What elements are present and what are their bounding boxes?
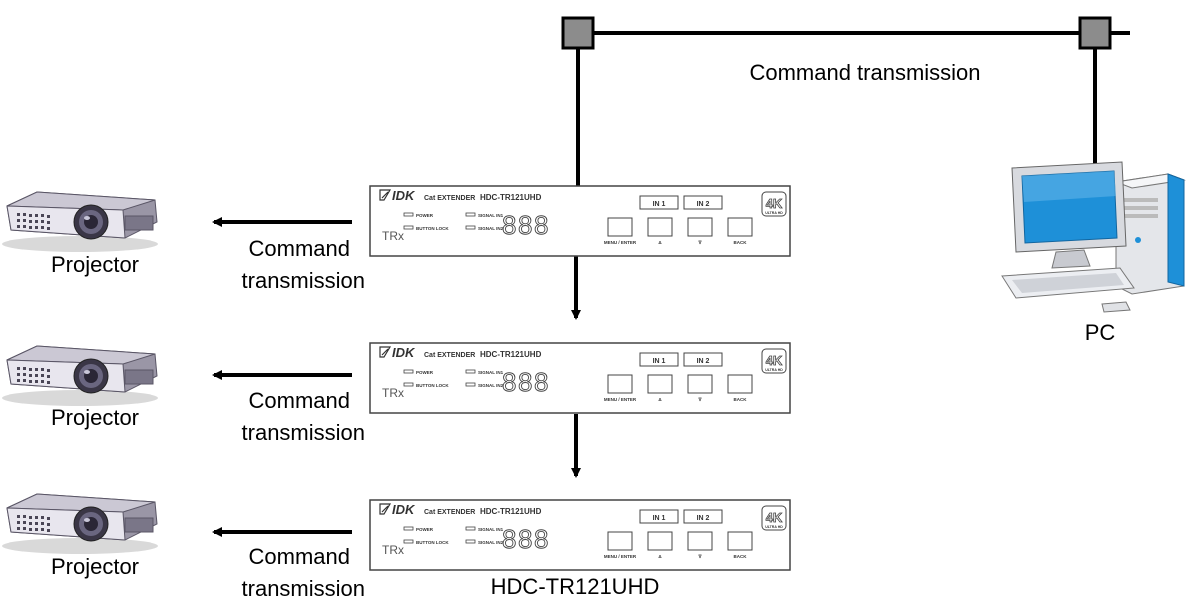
command-label: Command [170,388,350,414]
led-label: SIGNAL IN2 [478,540,504,545]
device-panel: IDK Cat EXTENDER HDC-TR121UHD TRx POWER BUTTO… [370,343,790,413]
led-indicator [404,527,413,530]
led-label: POWER [416,370,434,375]
segment-digit: 8 [534,367,548,397]
led-label: BUTTON LOCK [416,383,449,388]
model-text: HDC-TR121UHD [480,350,542,359]
projector-icon [2,346,158,406]
led-label: SIGNAL IN2 [478,383,504,388]
input-1-label: IN 1 [653,515,666,522]
led-indicator [466,540,475,543]
command-label: Command [170,544,350,570]
product-line-text: Cat EXTENDER [424,509,475,516]
up-button [648,375,672,393]
input-2-label: IN 2 [697,515,710,522]
brand-text: IDK [392,502,416,517]
command-label: transmission [170,420,365,446]
led-label: SIGNAL IN1 [478,370,504,375]
led-indicator [466,226,475,229]
segment-digit: 8 [502,367,516,397]
back-button [728,218,752,236]
segment-digit: 8 [518,524,532,554]
brand-text: IDK [392,345,416,360]
badge-ultra-hd-text: ULTRA HD [765,368,783,372]
down-button [688,218,712,236]
badge-ultra-hd-text: ULTRA HD [765,525,783,529]
menu-enter-button [608,532,632,550]
projector-icon [2,494,158,554]
menu-enter-button [608,218,632,236]
device-name-label: HDC-TR121UHD [440,574,710,600]
pc-icon [1002,162,1184,312]
bus-node-right [1080,18,1110,48]
up-button [648,218,672,236]
segment-digit: 8 [518,210,532,240]
trx-text: TRx [382,229,404,243]
button-label: MENU / ENTER [604,397,637,402]
menu-enter-button [608,375,632,393]
input-2-label: IN 2 [697,201,710,208]
led-indicator [404,540,413,543]
pc-label: PC [1060,320,1140,346]
button-label: BACK [734,397,748,402]
brand-text: IDK [392,188,416,203]
device-panel: IDK Cat EXTENDER HDC-TR121UHD TRx POWER BUTTO… [370,186,790,256]
input-1-label: IN 1 [653,358,666,365]
product-line-text: Cat EXTENDER [424,195,475,202]
led-label: SIGNAL IN1 [478,213,504,218]
badge-ultra-hd-text: ULTRA HD [765,211,783,215]
led-indicator [466,213,475,216]
back-button [728,532,752,550]
up-button [648,532,672,550]
led-indicator [466,383,475,386]
led-indicator [466,527,475,530]
led-indicator [404,213,413,216]
input-2-label: IN 2 [697,358,710,365]
trx-text: TRx [382,543,404,557]
back-button [728,375,752,393]
button-label: MENU / ENTER [604,240,637,245]
command-label: transmission [170,576,365,602]
led-label: SIGNAL IN1 [478,527,504,532]
badge-4k-text: 4K [766,196,783,211]
segment-digit: 8 [534,524,548,554]
projector-label: Projector [20,405,170,431]
led-indicator [466,370,475,373]
top-command-label: Command transmission [700,60,1030,86]
led-label: POWER [416,213,434,218]
button-label: BACK [734,240,748,245]
button-label: MENU / ENTER [604,554,637,559]
led-indicator [404,370,413,373]
led-label: POWER [416,527,434,532]
model-text: HDC-TR121UHD [480,193,542,202]
led-label: BUTTON LOCK [416,540,449,545]
segment-digit: 8 [502,524,516,554]
down-button [688,532,712,550]
led-label: SIGNAL IN2 [478,226,504,231]
device-panel: IDK Cat EXTENDER HDC-TR121UHD TRx POWER BUTTO… [370,500,790,570]
button-label: BACK [734,554,748,559]
projector-label: Projector [20,252,170,278]
product-line-text: Cat EXTENDER [424,352,475,359]
badge-4k-text: 4K [766,510,783,525]
command-label: Command [170,236,350,262]
down-button [688,375,712,393]
projector-label: Projector [20,554,170,580]
segment-digit: 8 [502,210,516,240]
command-label: transmission [170,268,365,294]
badge-4k-text: 4K [766,353,783,368]
led-label: BUTTON LOCK [416,226,449,231]
led-indicator [404,226,413,229]
model-text: HDC-TR121UHD [480,507,542,516]
top-bus [563,18,1130,186]
trx-text: TRx [382,386,404,400]
segment-digit: 8 [518,367,532,397]
projector-icon [2,192,158,252]
bus-node-left [563,18,593,48]
input-1-label: IN 1 [653,201,666,208]
led-indicator [404,383,413,386]
segment-digit: 8 [534,210,548,240]
